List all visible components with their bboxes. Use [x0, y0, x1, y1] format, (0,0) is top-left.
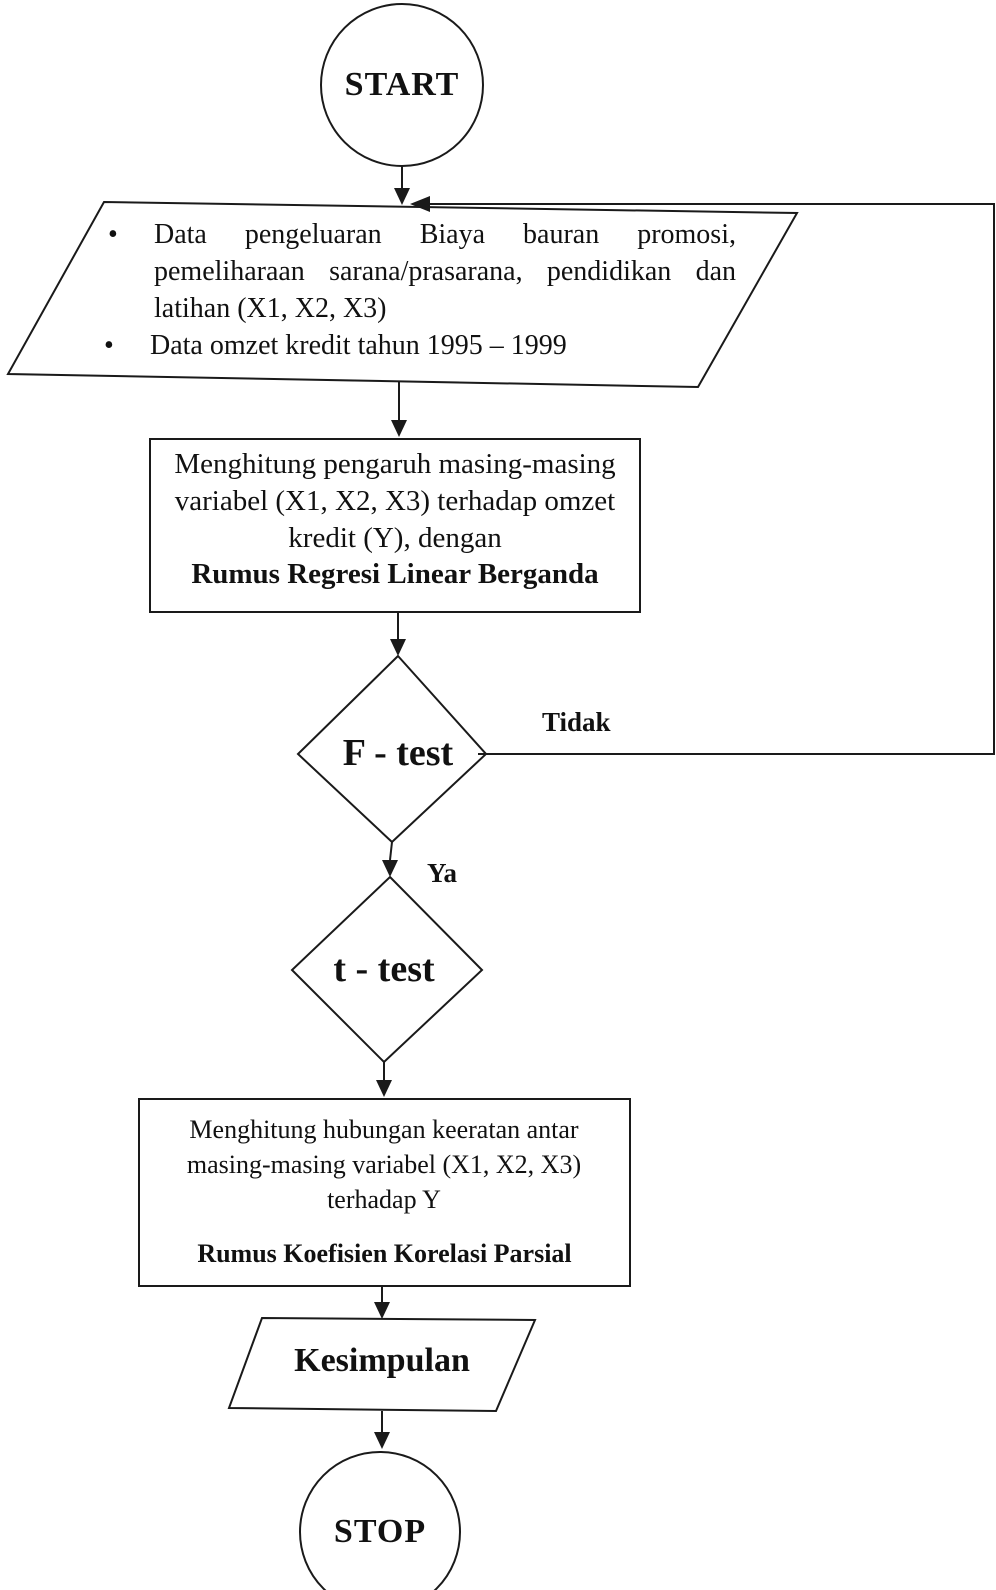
stop-terminal	[299, 1451, 461, 1590]
conclusion-label: Kesimpulan	[294, 1342, 470, 1379]
regression-step-text: Menghitung pengaruh masing-masing variab…	[174, 448, 616, 554]
correlation-step-text: Menghitung hubungan keeratan antar masin…	[186, 1115, 582, 1214]
input-data-parallelogram	[6, 200, 799, 389]
t-test-label: t - test	[333, 948, 435, 990]
loop-back-line	[430, 203, 995, 755]
input-data-item-text: Data pengeluaran Biaya bauran promosi, p…	[154, 219, 736, 324]
f-test-label: F - test	[342, 732, 454, 774]
start-label: START	[344, 66, 460, 103]
conclusion-parallelogram	[227, 1316, 537, 1413]
arrowhead-conclusion-to-stop	[374, 1432, 390, 1449]
input-data-list: Data pengeluaran Biaya bauran promosi, p…	[104, 216, 736, 364]
f-test-no-label: Tidak	[542, 707, 611, 737]
arrowhead-start-to-input	[394, 188, 410, 205]
regression-step-method: Rumus Regresi Linear Berganda	[191, 558, 599, 590]
arrowhead-regression-to-ftest	[390, 639, 406, 656]
connector-ftest-to-ttest	[389, 841, 393, 861]
arrowhead-input-to-regression	[391, 420, 407, 437]
input-data-item: Data omzet kredit tahun 1995 – 1999	[104, 327, 690, 364]
arrowhead-ttest-to-correlation	[376, 1080, 392, 1097]
input-data-item-text: Data omzet kredit tahun 1995 – 1999	[150, 330, 567, 361]
stop-label: STOP	[333, 1513, 427, 1550]
arrowhead-ftest-to-ttest	[382, 860, 398, 877]
input-data-item: Data pengeluaran Biaya bauran promosi, p…	[108, 216, 736, 327]
correlation-step-method: Rumus Koefisien Korelasi Parsial	[197, 1239, 572, 1268]
regression-process-box	[149, 438, 641, 613]
loop-back-arrowhead	[410, 196, 430, 212]
f-test-yes-label: Ya	[427, 858, 458, 888]
correlation-process-box	[138, 1098, 631, 1287]
arrowhead-correlation-to-conclusion	[374, 1302, 390, 1319]
